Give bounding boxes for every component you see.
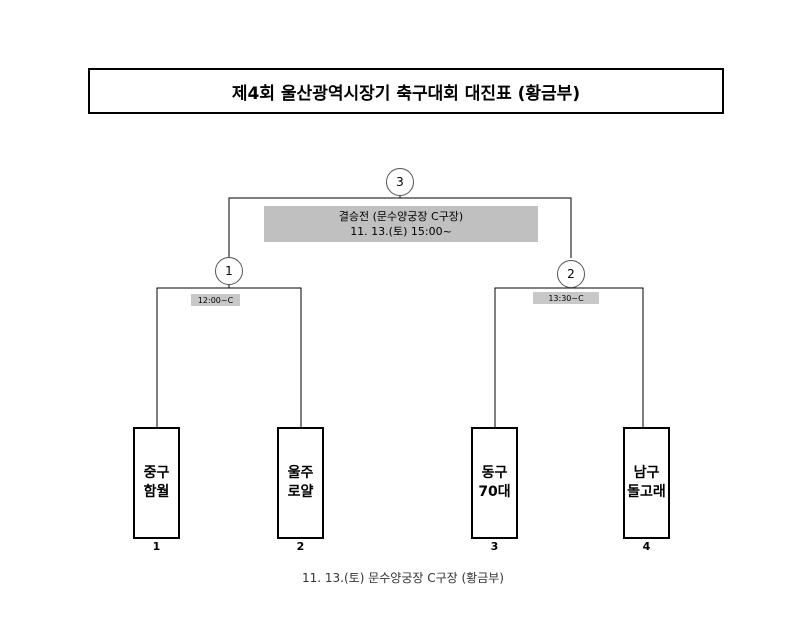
seed-number-2: 2	[296, 540, 305, 553]
semi1-connector	[156, 287, 302, 427]
team-name-line1: 울주	[287, 465, 314, 481]
team-box-3: 동구 70대	[471, 427, 518, 539]
final-datetime: 11. 13.(토) 15:00~	[350, 225, 452, 238]
team-box-2: 울주 로얄	[277, 427, 324, 539]
footer-caption: 11. 13.(토) 문수양궁장 C구장 (황금부)	[302, 571, 504, 585]
match-circle-final: 3	[386, 168, 414, 196]
seed-number-3: 3	[490, 540, 499, 553]
team-name-line1: 동구	[481, 465, 508, 481]
team-name-line2: 돌고래	[627, 484, 666, 500]
match-time-1: 12:00~C	[191, 294, 240, 306]
title-box: 제4회 울산광역시장기 축구대회 대진표 (황금부)	[88, 68, 724, 114]
seed-number-4: 4	[642, 540, 651, 553]
team-box-4: 남구 돌고래	[623, 427, 670, 539]
final-info-box: 결승전 (문수양궁장 C구장) 11. 13.(토) 15:00~	[264, 206, 538, 242]
match-circle-1: 1	[215, 257, 243, 285]
team-name-line2: 로얄	[287, 484, 314, 500]
team-name-line2: 70대	[478, 484, 511, 500]
page-title: 제4회 울산광역시장기 축구대회 대진표 (황금부)	[231, 83, 581, 104]
match-time-2: 13:30~C	[533, 292, 599, 304]
team-name-line1: 중구	[143, 465, 170, 481]
match-time-text: 13:30~C	[548, 293, 584, 303]
match-time-text: 12:00~C	[197, 295, 234, 305]
team-box-1: 중구 함월	[133, 427, 180, 539]
final-venue: 결승전 (문수양궁장 C구장)	[338, 210, 464, 223]
match-number: 1	[225, 264, 233, 278]
match-number: 3	[396, 175, 404, 189]
team-name-line1: 남구	[633, 465, 660, 481]
team-name-line2: 함월	[143, 484, 170, 500]
match-circle-2: 2	[557, 260, 585, 288]
semi2-connector	[494, 287, 644, 427]
match-number: 2	[567, 267, 575, 281]
seed-number-1: 1	[152, 540, 161, 553]
